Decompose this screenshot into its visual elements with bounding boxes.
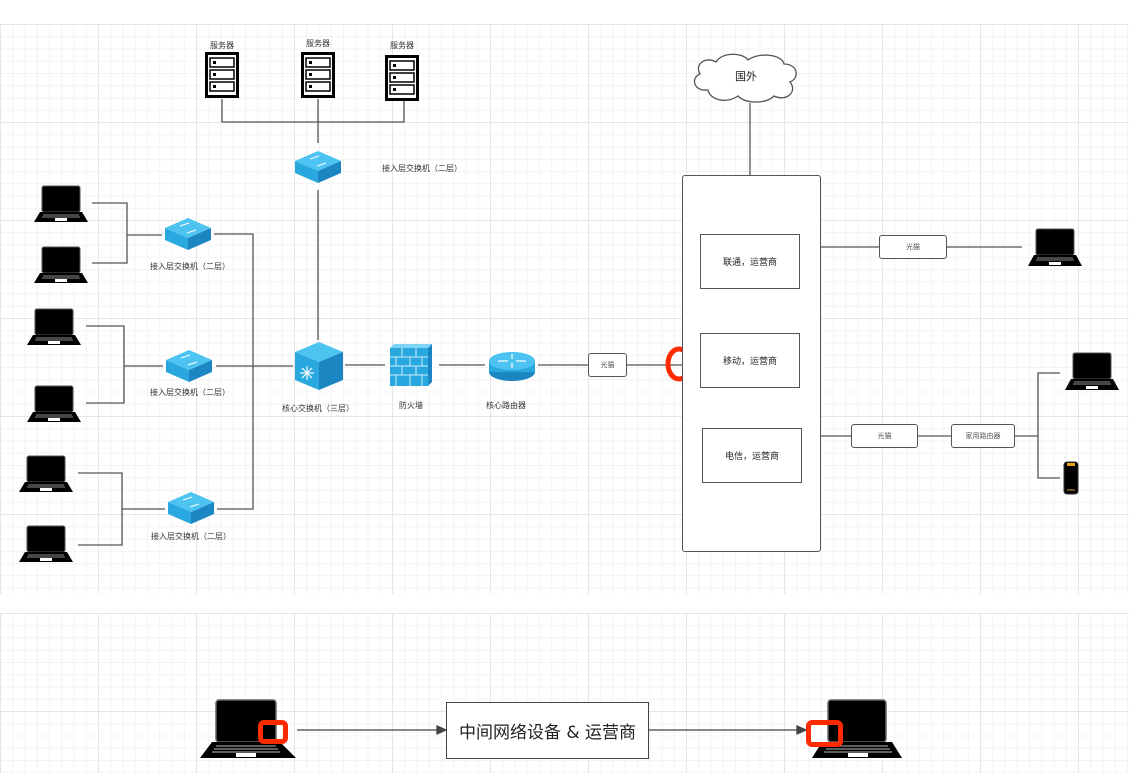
cloud-label: 国外 xyxy=(735,70,757,83)
isp-modem-bottom-connector xyxy=(821,372,1060,479)
access-switch-icon[interactable] xyxy=(168,492,214,524)
home-router-box[interactable]: 家用路由器 xyxy=(951,424,1015,448)
cloud-icon[interactable] xyxy=(686,50,806,106)
laptop-icon[interactable] xyxy=(26,385,82,423)
core-router-icon[interactable] xyxy=(488,350,536,382)
laptops-switch2-connector xyxy=(86,325,163,404)
isp-mobile-box[interactable]: 移动，运营商 xyxy=(700,333,800,388)
server-label: 服务器 xyxy=(390,41,414,50)
arrow-head-right xyxy=(796,724,808,736)
server-label: 服务器 xyxy=(306,39,330,48)
highlight-square-receiver xyxy=(806,720,843,747)
firewall-icon[interactable] xyxy=(388,342,434,388)
firewall-label: 防火墙 xyxy=(399,401,423,410)
modem-box[interactable]: 光猫 xyxy=(879,235,947,259)
highlight-square-sender xyxy=(258,720,288,744)
smartphone-icon[interactable] xyxy=(1063,461,1079,495)
access-switch-icon[interactable] xyxy=(166,350,212,382)
core-router-label: 核心路由器 xyxy=(486,401,526,410)
core-switch-label: 核心交换机（三层） xyxy=(282,404,354,413)
laptop-icon[interactable] xyxy=(33,246,89,284)
server-label: 服务器 xyxy=(210,41,234,50)
server-bus-connector xyxy=(221,99,405,143)
modem-box[interactable]: 光猫 xyxy=(588,353,627,377)
laptop-icon[interactable] xyxy=(1064,352,1120,392)
laptop-icon[interactable] xyxy=(1027,228,1083,268)
laptop-icon[interactable] xyxy=(26,308,82,346)
laptop-icon[interactable] xyxy=(18,525,74,563)
access-switch-icon[interactable] xyxy=(295,151,341,183)
access-switch-label: 接入层交换机（二层） xyxy=(150,262,230,271)
laptops-switch3-connector xyxy=(78,472,165,546)
laptop-icon[interactable] xyxy=(33,185,89,223)
server-switch-label: 接入层交换机（二层） xyxy=(382,164,462,173)
core-switch-icon[interactable] xyxy=(295,342,343,390)
canvas-grid-bottom xyxy=(0,613,1129,773)
server-icon[interactable] xyxy=(385,55,419,101)
isp-telecom-box[interactable]: 电信，运营商 xyxy=(702,428,802,483)
isp-unicom-box[interactable]: 联通，运营商 xyxy=(700,234,800,289)
access-switches-core-trunk xyxy=(214,233,293,510)
middle-network-box[interactable]: 中间网络设备 & 运营商 xyxy=(446,702,649,759)
access-switch-label: 接入层交换机（二层） xyxy=(150,388,230,397)
server-icon[interactable] xyxy=(205,52,239,98)
access-switch-icon[interactable] xyxy=(165,218,211,250)
arrow-head-left xyxy=(436,724,448,736)
access-switch-label: 接入层交换机（二层） xyxy=(151,532,231,541)
laptop-icon[interactable] xyxy=(18,455,74,493)
laptops-switch1-connector xyxy=(92,202,162,264)
modem-box[interactable]: 光猫 xyxy=(851,424,918,448)
server-icon[interactable] xyxy=(301,52,335,98)
